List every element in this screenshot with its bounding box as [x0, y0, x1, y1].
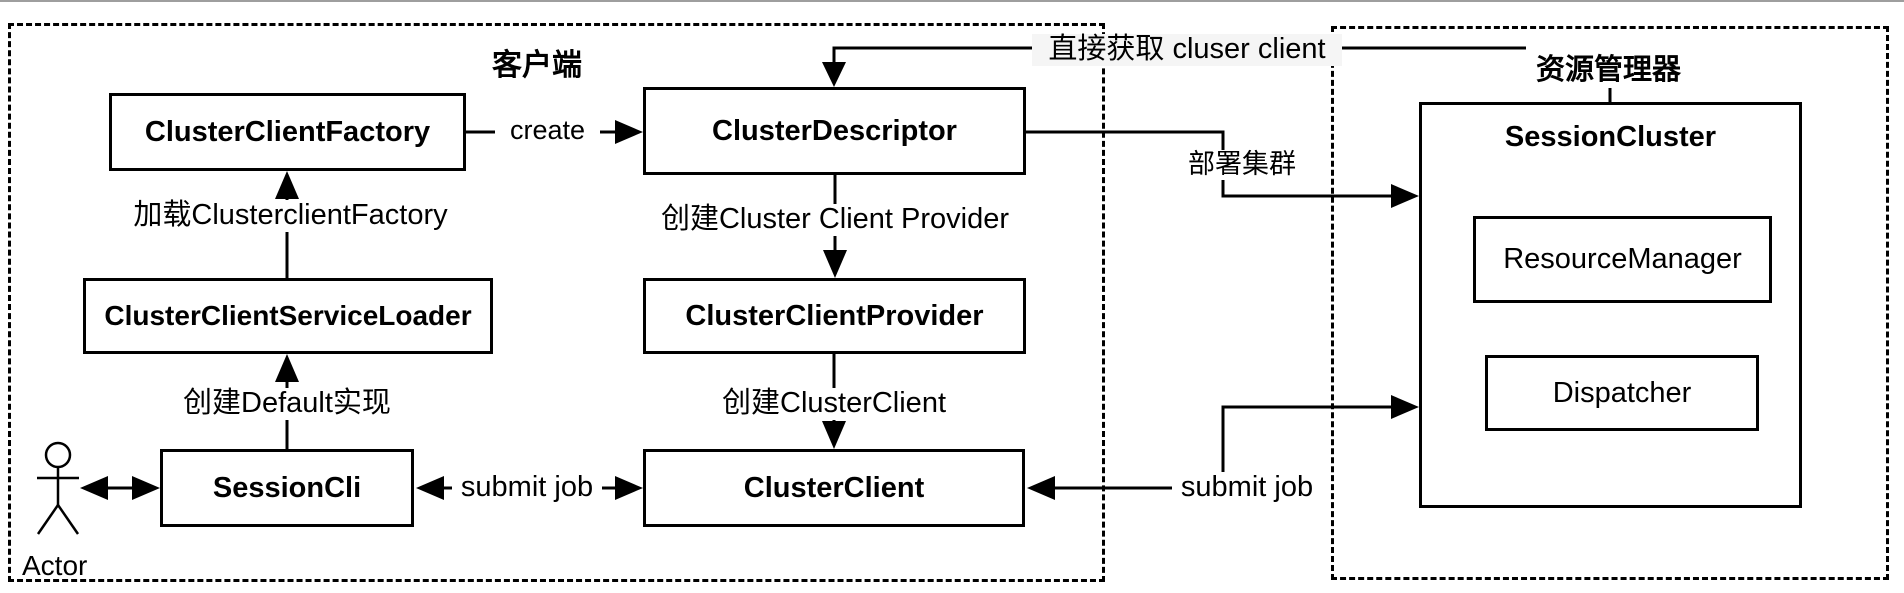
- edge-label-submit-job-cluster: submit job: [1172, 471, 1322, 504]
- group-resource-manager: [1331, 26, 1889, 580]
- node-session-cli[interactable]: SessionCli: [160, 449, 414, 527]
- node-cluster-descriptor[interactable]: ClusterDescriptor: [643, 87, 1026, 175]
- actor-leg-right: [56, 504, 80, 535]
- create-arrowhead: [615, 120, 643, 144]
- actor-link-arrowhead-right: [132, 476, 160, 500]
- submit-job-cli-arrowhead-right: [615, 476, 643, 500]
- submit-job-cluster-arrow-line: [1050, 405, 1408, 490]
- group-title-resource-manager: 资源管理器: [1526, 46, 1691, 88]
- edge-label-create: create: [495, 115, 600, 146]
- get-cluster-client-arrowhead: [822, 62, 846, 87]
- edge-label-create-cluster-client: 创建ClusterClient: [709, 387, 959, 420]
- actor-figure[interactable]: [36, 441, 80, 535]
- group-title-client: 客户端: [492, 49, 582, 82]
- edge-label-load-factory: 加载ClusterclientFactory: [118, 199, 463, 232]
- edge-label-create-provider: 创建Cluster Client Provider: [640, 203, 1030, 236]
- submit-job-cluster-arrowhead-left: [1027, 476, 1055, 500]
- top-rule: [0, 0, 1904, 2]
- node-cluster-client-factory[interactable]: ClusterClientFactory: [109, 93, 466, 171]
- node-session-cluster[interactable]: SessionCluster: [1419, 102, 1802, 508]
- node-cluster-client-provider[interactable]: ClusterClientProvider: [643, 278, 1026, 354]
- node-resource-manager[interactable]: ResourceManager: [1473, 216, 1772, 303]
- edge-label-submit-job-cli: submit job: [452, 471, 602, 504]
- actor-label: Actor: [22, 550, 88, 581]
- submit-job-cli-arrowhead-left: [416, 476, 444, 500]
- deploy-cluster-arrowhead: [1391, 184, 1419, 208]
- actor-link-arrowhead-left: [80, 476, 108, 500]
- edge-label-create-default-impl: 创建Default实现: [113, 387, 461, 420]
- edge-label-deploy-cluster: 部署集群: [1172, 149, 1312, 180]
- actor-leg-left: [36, 504, 60, 535]
- create-provider-arrowhead: [823, 250, 847, 278]
- actor-head: [44, 441, 72, 469]
- load-factory-arrowhead: [275, 171, 299, 199]
- node-cluster-client-service-loader[interactable]: ClusterClientServiceLoader: [83, 278, 493, 354]
- create-clusterclient-arrowhead: [822, 421, 846, 449]
- create-default-arrowhead: [275, 354, 299, 382]
- submit-job-cluster-arrowhead-right: [1391, 395, 1419, 419]
- edge-label-get-cluster-client: 直接获取 cluser client: [1032, 33, 1342, 66]
- group-client: [8, 23, 1105, 582]
- node-cluster-client[interactable]: ClusterClient: [643, 449, 1025, 527]
- node-dispatcher[interactable]: Dispatcher: [1485, 355, 1759, 431]
